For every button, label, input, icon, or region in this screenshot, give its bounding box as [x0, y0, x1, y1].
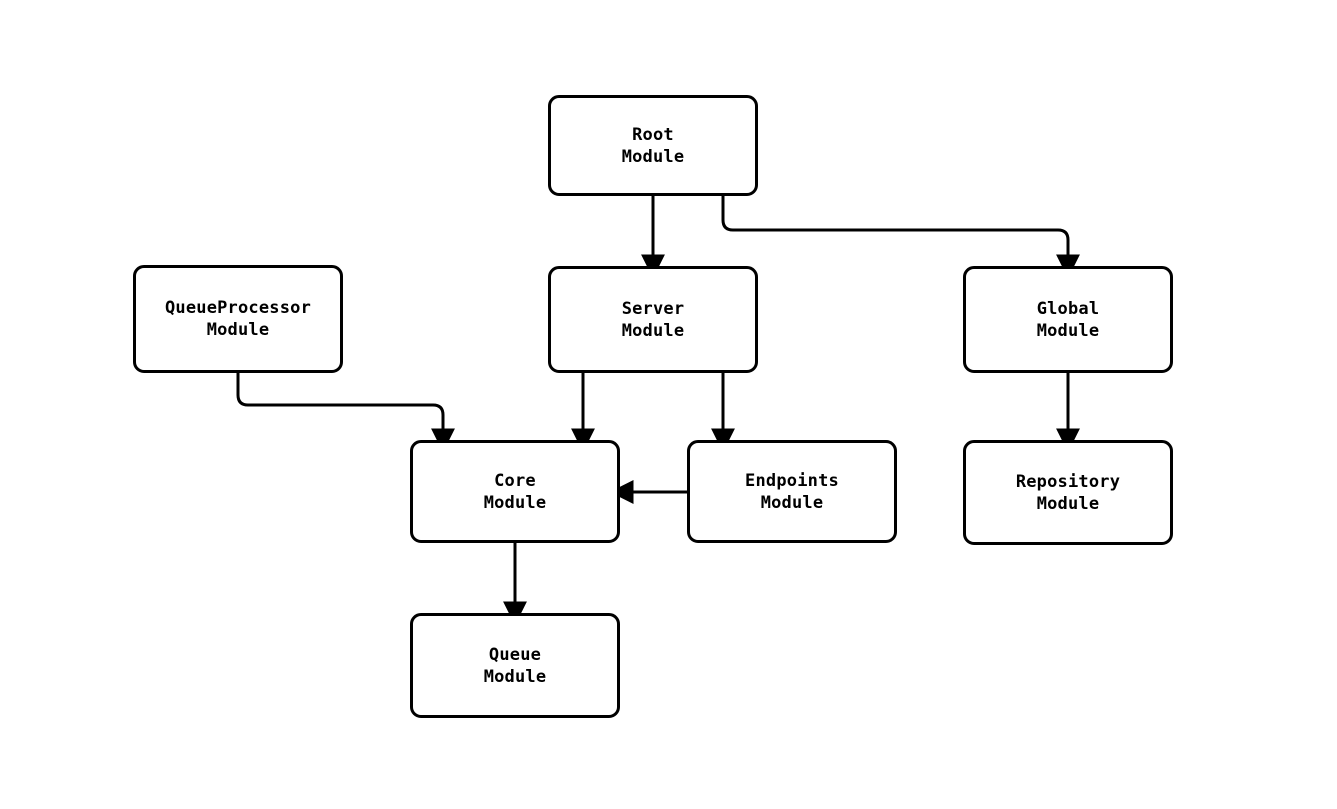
node-subtitle: Module	[1036, 320, 1100, 341]
node-subtitle: Module	[621, 146, 685, 167]
node-title: Core	[494, 470, 536, 491]
node-subtitle: Module	[760, 492, 824, 513]
node-title: Global	[1036, 298, 1100, 319]
node-repository-module[interactable]: Repository Module	[963, 440, 1173, 545]
node-title: QueueProcessor	[164, 298, 312, 318]
node-endpoints-module[interactable]: Endpoints Module	[687, 440, 897, 543]
node-subtitle: Module	[483, 666, 547, 687]
node-queueprocessor-module[interactable]: QueueProcessor Module	[133, 265, 343, 373]
node-subtitle: Module	[483, 492, 547, 513]
node-global-module[interactable]: Global Module	[963, 266, 1173, 373]
node-title: Repository	[1015, 471, 1121, 492]
node-title: Server	[621, 298, 685, 319]
node-title: Endpoints	[745, 470, 839, 491]
node-subtitle: Module	[621, 320, 685, 341]
node-title: Root	[632, 124, 674, 145]
edge-root-to-global	[721, 196, 1080, 279]
node-server-module[interactable]: Server Module	[548, 266, 758, 373]
node-subtitle: Module	[1036, 493, 1100, 514]
edge-queueprocessor-to-core	[236, 373, 455, 453]
node-root-module[interactable]: Root Module	[548, 95, 758, 196]
node-title: Queue	[488, 644, 542, 665]
node-queue-module[interactable]: Queue Module	[410, 613, 620, 718]
node-subtitle: Module	[206, 320, 270, 340]
node-core-module[interactable]: Core Module	[410, 440, 620, 543]
